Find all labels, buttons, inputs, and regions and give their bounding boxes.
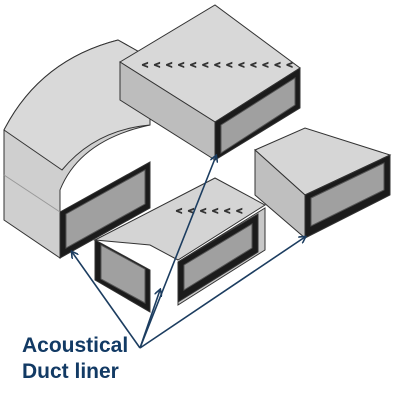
tee-liner-left-inner xyxy=(100,244,146,304)
elbow-duct xyxy=(3,39,151,259)
callout-label-line1: Acoustical xyxy=(22,334,128,357)
tee-top xyxy=(93,177,266,261)
straight-duct: < < < < < < < < < < < < < xyxy=(119,4,301,161)
leader-to-tee xyxy=(139,290,160,349)
straight-duct-liner-inner xyxy=(220,77,296,154)
leader-to-elbow xyxy=(72,252,141,349)
tee-liner-right-inner xyxy=(183,223,253,291)
callout-leaders xyxy=(72,156,305,349)
leader-to-straight xyxy=(139,156,216,349)
transition-duct xyxy=(254,127,392,240)
elbow-liner-inner xyxy=(65,169,146,249)
elbow-top-face xyxy=(3,39,151,171)
transition-liner-inner xyxy=(310,162,385,227)
callout-label-line2: Duct liner xyxy=(22,360,119,383)
seam-chevrons-top: < < < < < < < < < < < < < xyxy=(142,60,293,71)
leader-to-transition xyxy=(139,237,305,349)
seam-chevrons-tee: < < < < < < xyxy=(176,206,242,217)
